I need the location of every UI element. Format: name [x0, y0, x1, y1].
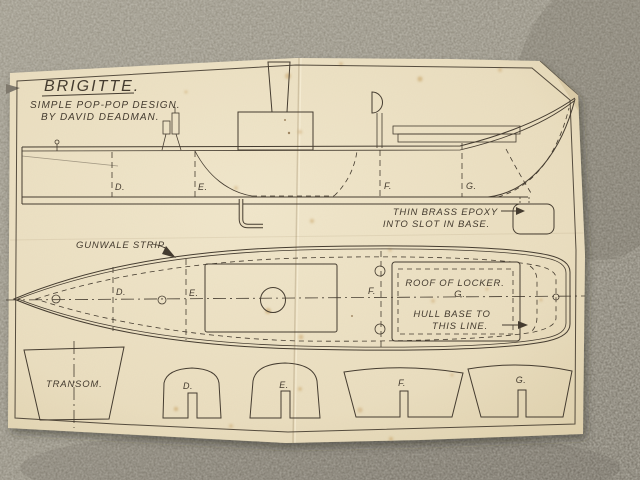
- stern-inner-dashed: [497, 107, 570, 198]
- section-template-d: [162, 367, 222, 419]
- funnel: [267, 61, 291, 113]
- centerline-hole-1: [51, 294, 61, 304]
- title-underline: [41, 92, 135, 97]
- station-label-e-side: E.: [198, 182, 208, 192]
- ink-specks: [284, 119, 353, 317]
- station-label-f-plan: F.: [368, 286, 376, 296]
- cabin-footprint: [204, 263, 338, 333]
- section-label-d: D.: [183, 381, 193, 391]
- section-templates: TRANSOM. D. E. F. G.: [23, 341, 573, 428]
- transom-dashed-side: [505, 148, 532, 194]
- station-f-hole-top: [374, 265, 386, 277]
- section-template-g: [467, 364, 573, 418]
- section-label-g: G.: [516, 375, 527, 385]
- hullbase-note-line2: THIS LINE.: [432, 321, 488, 332]
- brass-note-line1: THIN BRASS EPOXY: [393, 207, 498, 218]
- transom-template: [23, 346, 125, 421]
- hullbase-arrowhead: [518, 321, 528, 329]
- section-label-f: F.: [398, 378, 406, 388]
- centerline-hole-2: [157, 295, 167, 305]
- section-label-e: E.: [279, 380, 289, 390]
- deck-winch: [161, 107, 182, 151]
- hull-base-limit-dashed: [529, 265, 538, 334]
- locker-roof-lower-slab: [397, 133, 517, 143]
- plan-title: BRIGITTE.: [44, 78, 140, 95]
- sheer-line: [21, 155, 119, 167]
- hull-outline: [12, 245, 571, 351]
- locker-note-line1: ROOF OF LOCKER.: [405, 278, 504, 289]
- bow-fitting: [54, 139, 60, 151]
- funnel-hole: [260, 287, 286, 313]
- plan-sheet: [6, 58, 585, 443]
- station-label-d-side: D.: [115, 182, 125, 192]
- section-template-f: [343, 367, 464, 418]
- plan-subtitle-2: BY DAVID DEADMAN.: [41, 112, 160, 123]
- corner-fold-flap: [556, 76, 579, 112]
- cowl-vent: [371, 91, 383, 114]
- brass-rudder: [512, 203, 555, 235]
- transom-label: TRANSOM.: [46, 379, 103, 390]
- inner-hull-dashed: [34, 256, 557, 342]
- locker-roof-plan: [391, 261, 521, 342]
- side-view: D. E. F. G. THIN BRASS EPOXY INTO SLO: [21, 61, 576, 235]
- vent-post: [376, 113, 383, 148]
- plan-view: D. E. F. ROOF OF LOCKER. G. HULL BASE TO…: [5, 240, 586, 351]
- paper-texture: [8, 58, 585, 443]
- station-label-f-side: F.: [384, 181, 392, 191]
- rudder-tab-slot: [519, 197, 530, 204]
- station-label-d-plan: D.: [116, 287, 126, 297]
- section-template-e: [249, 362, 321, 419]
- corner-fold-line: [539, 60, 579, 96]
- sheet-border: [14, 64, 577, 433]
- hullbase-note-line1: HULL BASE TO: [413, 309, 490, 320]
- carpet-shading-2: [20, 428, 620, 480]
- station-label-e-plan: E.: [189, 288, 199, 298]
- edge-notch: [6, 84, 20, 94]
- station-label-g-side: G.: [466, 181, 477, 191]
- locker-roof-inner-dashed: [397, 268, 514, 335]
- brass-note-line2: INTO SLOT IN BASE.: [383, 219, 490, 230]
- exhaust-pipe-inner: [239, 199, 263, 228]
- plan-subtitle-1: SIMPLE POP-POP DESIGN.: [30, 100, 181, 111]
- engine-well-aft-curve: [333, 150, 358, 197]
- centerline: [5, 295, 586, 301]
- title-block: BRIGITTE. SIMPLE POP-POP DESIGN. BY DAVI…: [30, 78, 181, 123]
- engine-well-curve: [194, 150, 253, 197]
- brass-note-arrowhead: [516, 207, 525, 215]
- gunwale-strip-line: [16, 248, 567, 348]
- stern-hole: [552, 293, 560, 301]
- fold-crease-horizontal: [9, 232, 585, 241]
- gunwale-label: GUNWALE STRIP.: [76, 240, 167, 251]
- gunwale-arrowhead: [162, 246, 176, 258]
- station-f-hole-bottom: [374, 323, 386, 335]
- locker-note-line2: G.: [454, 289, 466, 300]
